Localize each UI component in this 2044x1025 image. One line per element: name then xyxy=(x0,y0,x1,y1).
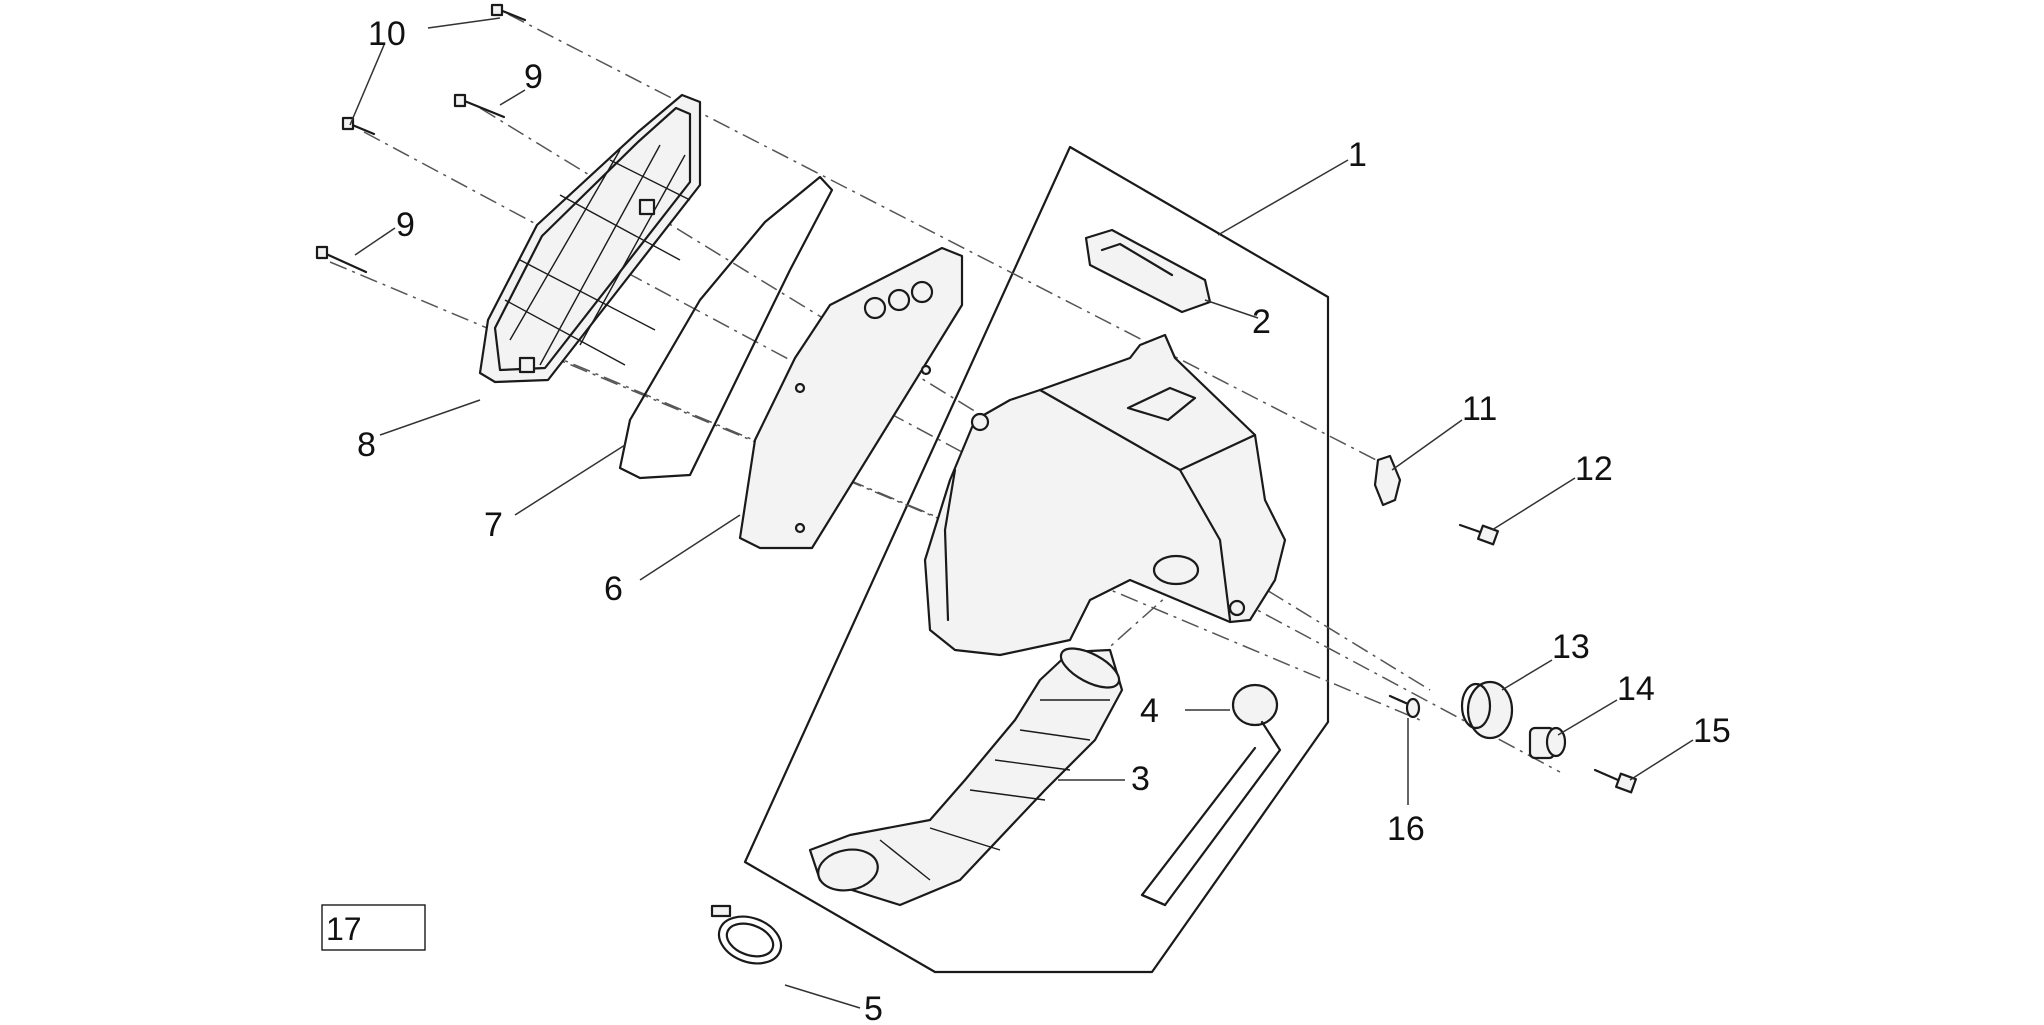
intake-hose xyxy=(808,647,1124,907)
screw-10-upper xyxy=(490,3,527,22)
inlet-snorkel xyxy=(1084,228,1212,314)
callout-2: 2 xyxy=(1252,303,1271,341)
flange-bolt-15 xyxy=(1593,768,1638,794)
callout-16: 16 xyxy=(1387,810,1425,848)
screw-16 xyxy=(1388,694,1421,719)
callout-7: 7 xyxy=(484,506,503,544)
callout-13: 13 xyxy=(1552,628,1590,666)
filter-plate xyxy=(738,246,964,550)
screw-9-upper xyxy=(453,93,506,119)
callout-11: 11 xyxy=(1462,390,1497,428)
callout-9-upper: 9 xyxy=(524,58,543,96)
grommet xyxy=(1460,680,1514,740)
spacer-collar xyxy=(1528,726,1567,760)
leader-lines xyxy=(349,17,1694,1009)
callout-5: 5 xyxy=(864,990,883,1025)
filter-cover xyxy=(478,93,702,384)
callout-4: 4 xyxy=(1140,692,1159,730)
callout-8: 8 xyxy=(357,426,376,464)
airbox-housing xyxy=(923,333,1287,657)
callout-14: 14 xyxy=(1617,670,1655,708)
callout-12: 12 xyxy=(1575,450,1613,488)
screw-9-lower xyxy=(315,245,368,274)
reference-box-17: 17 xyxy=(321,904,426,951)
callout-15: 15 xyxy=(1693,712,1731,750)
drain-tube xyxy=(1140,683,1282,907)
assembly-axis-lines xyxy=(329,13,1561,773)
callout-10: 10 xyxy=(368,15,406,53)
hose-clamp xyxy=(710,904,783,965)
callout-9-lower: 9 xyxy=(396,206,415,244)
callout-1: 1 xyxy=(1348,136,1367,174)
assembly-outline xyxy=(743,145,1330,974)
reference-box-label: 17 xyxy=(326,911,362,947)
flange-bolt-12 xyxy=(1458,523,1500,546)
sealing-ring xyxy=(618,175,834,480)
callout-6: 6 xyxy=(604,570,623,608)
screw-10-lower xyxy=(341,116,376,136)
callout-3: 3 xyxy=(1131,760,1150,798)
clip-nut xyxy=(1373,454,1402,507)
